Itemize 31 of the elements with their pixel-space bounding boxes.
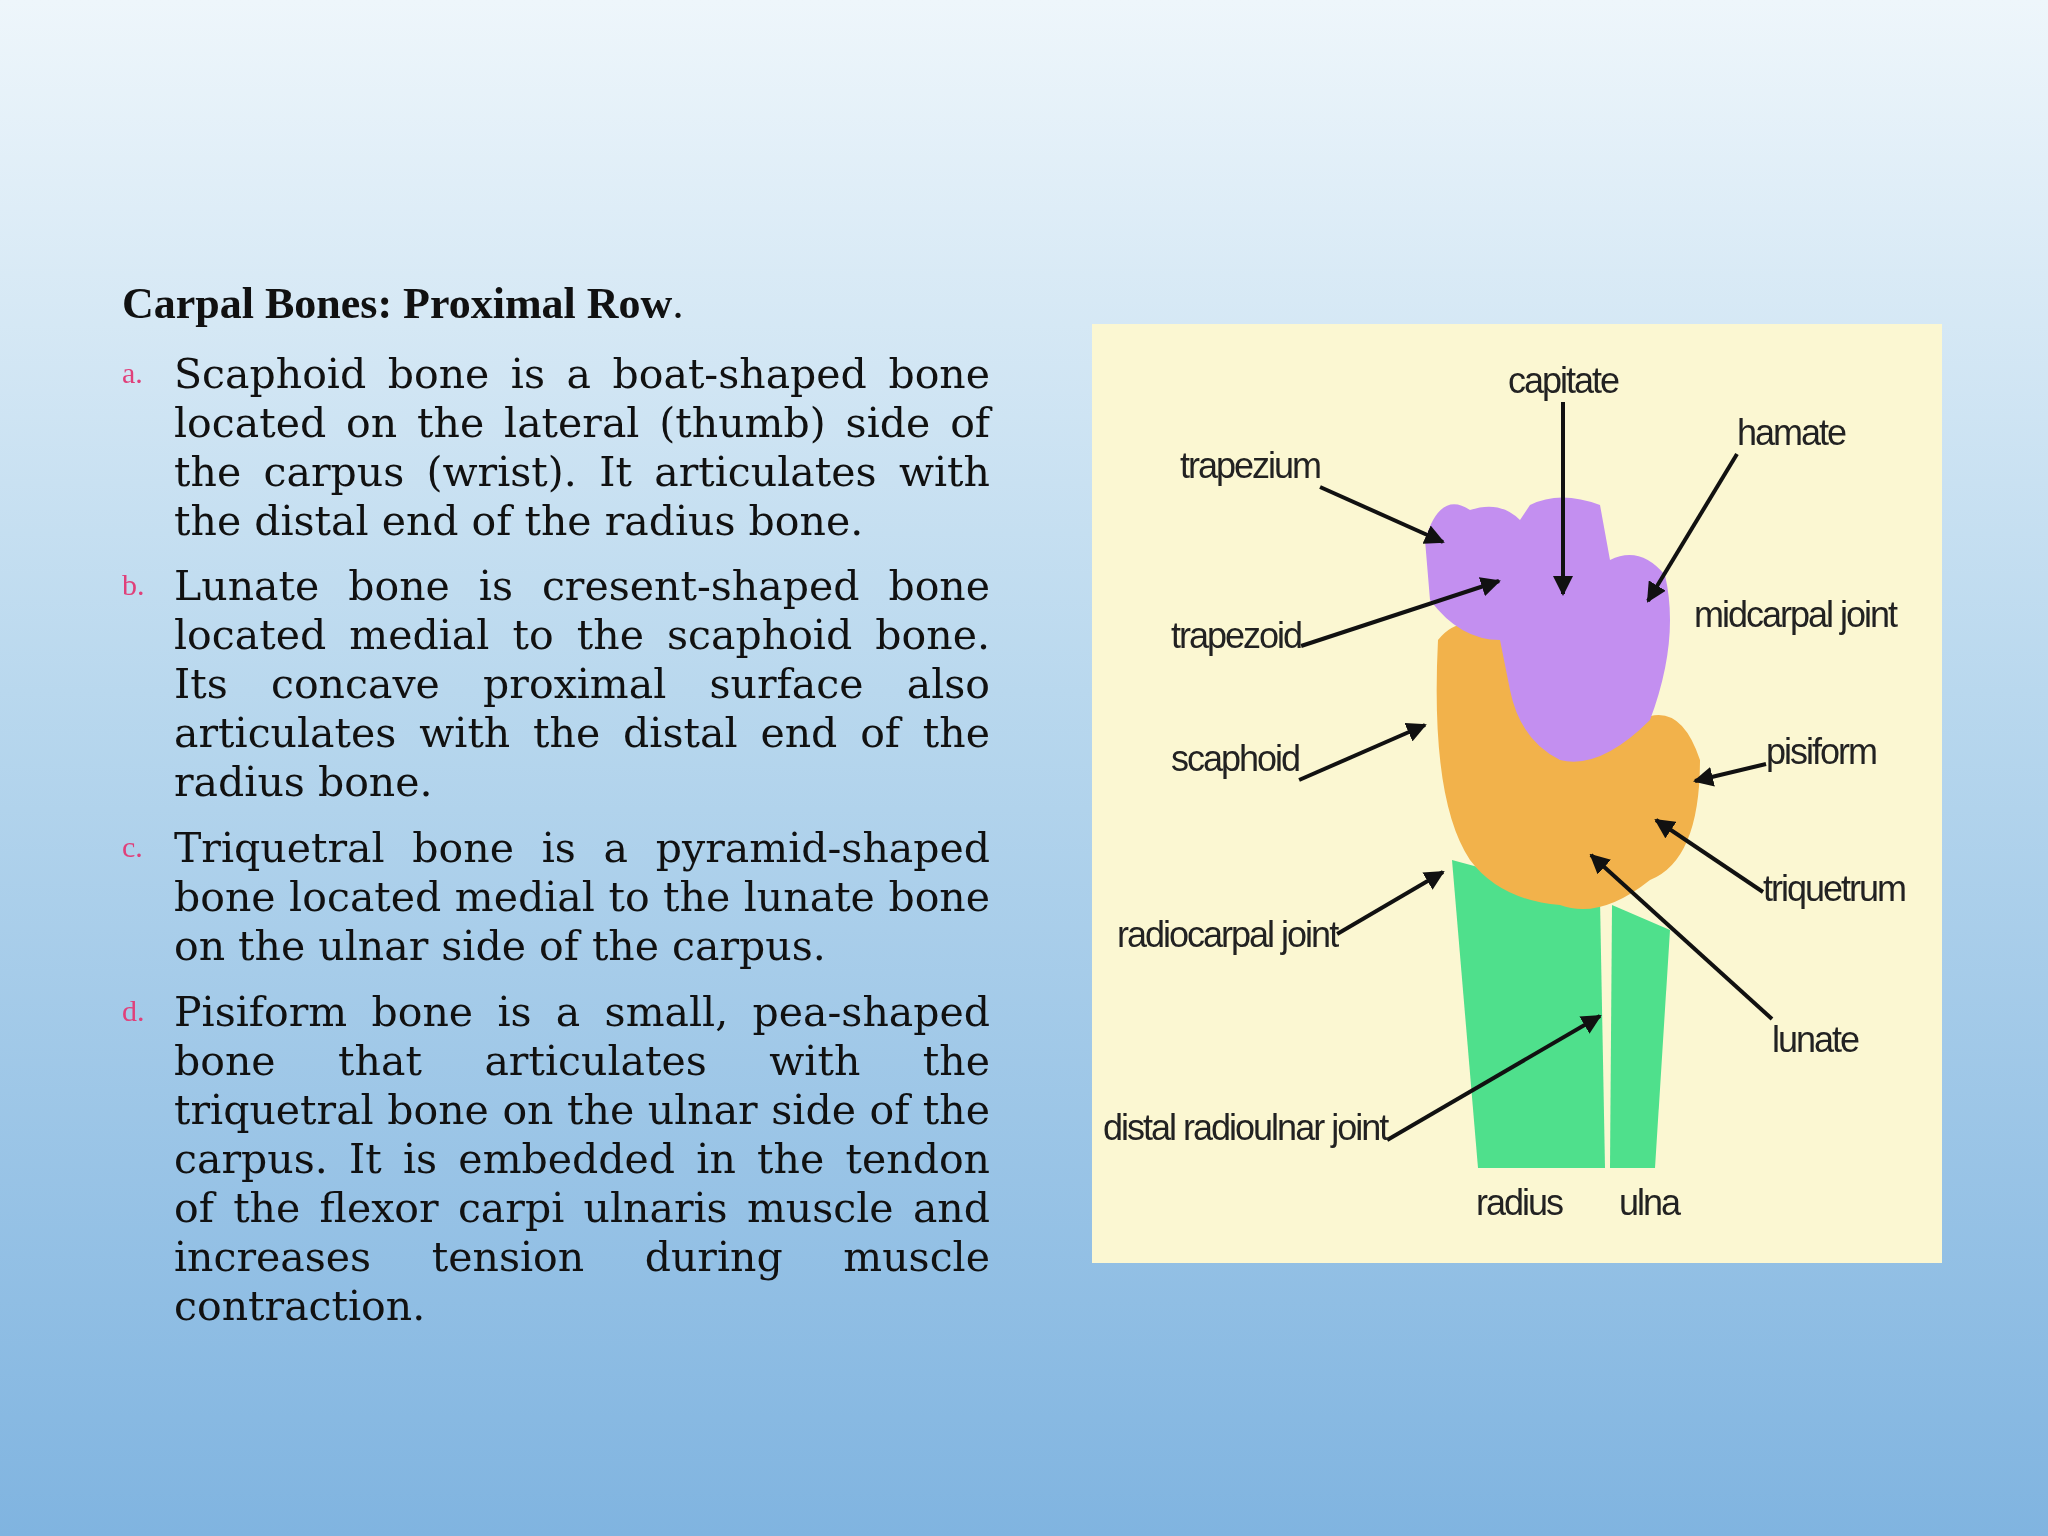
leader-arrow [1553,402,1573,596]
leader-arrow [1693,762,1767,787]
list-marker: d. [122,994,145,1028]
leader-arrow [1386,1014,1602,1142]
bone-label: radiocarpal joint [1117,914,1338,956]
leader-arrow [1646,452,1739,603]
bone-label: midcarpal joint [1694,594,1897,636]
bone-label: pisiform [1766,731,1877,773]
paragraph: Triquetral bone is a pyramid-shaped bone located medial to the lunate bone on the ulnar side of the carpus. [174,824,990,971]
leader-arrow [1298,723,1427,782]
bone-label: capitate [1508,360,1619,402]
list-marker: a. [122,356,143,390]
leader-arrow [1336,870,1445,936]
list-marker: b. [122,568,145,602]
paragraph: Pisiform bone is a small, pea-shaped bone that articulates with the triquetral bone on the ulnar side of the carpus. It is embedded in the tendon of the flexor carpi ulnaris muscle and increases tension during muscle contraction. [174,988,990,1331]
leader-arrow [1589,853,1774,1021]
slide-title: Carpal Bones: Proximal Row. [122,278,684,329]
leader-arrow [1300,577,1501,648]
bone-label: trapezoid [1171,615,1302,657]
list-marker: c. [122,830,143,864]
bone-label: hamate [1737,412,1846,454]
bone-label: lunate [1772,1019,1859,1061]
leader-arrow [1654,818,1765,894]
bone-label: distal radioulnar joint [1103,1107,1388,1149]
bone-label: trapezium [1180,445,1321,487]
paragraph: Lunate bone is cresent-shaped bone located medial to the scaphoid bone. Its concave proximal surface also articulates with the distal end of the radius bone. [174,562,990,807]
leader-arrow [1319,485,1445,544]
bone-label: triquetrum [1763,868,1906,910]
bone-label: ulna [1619,1182,1680,1224]
bone-label: radius [1476,1182,1563,1224]
bone-label: scaphoid [1171,738,1300,780]
